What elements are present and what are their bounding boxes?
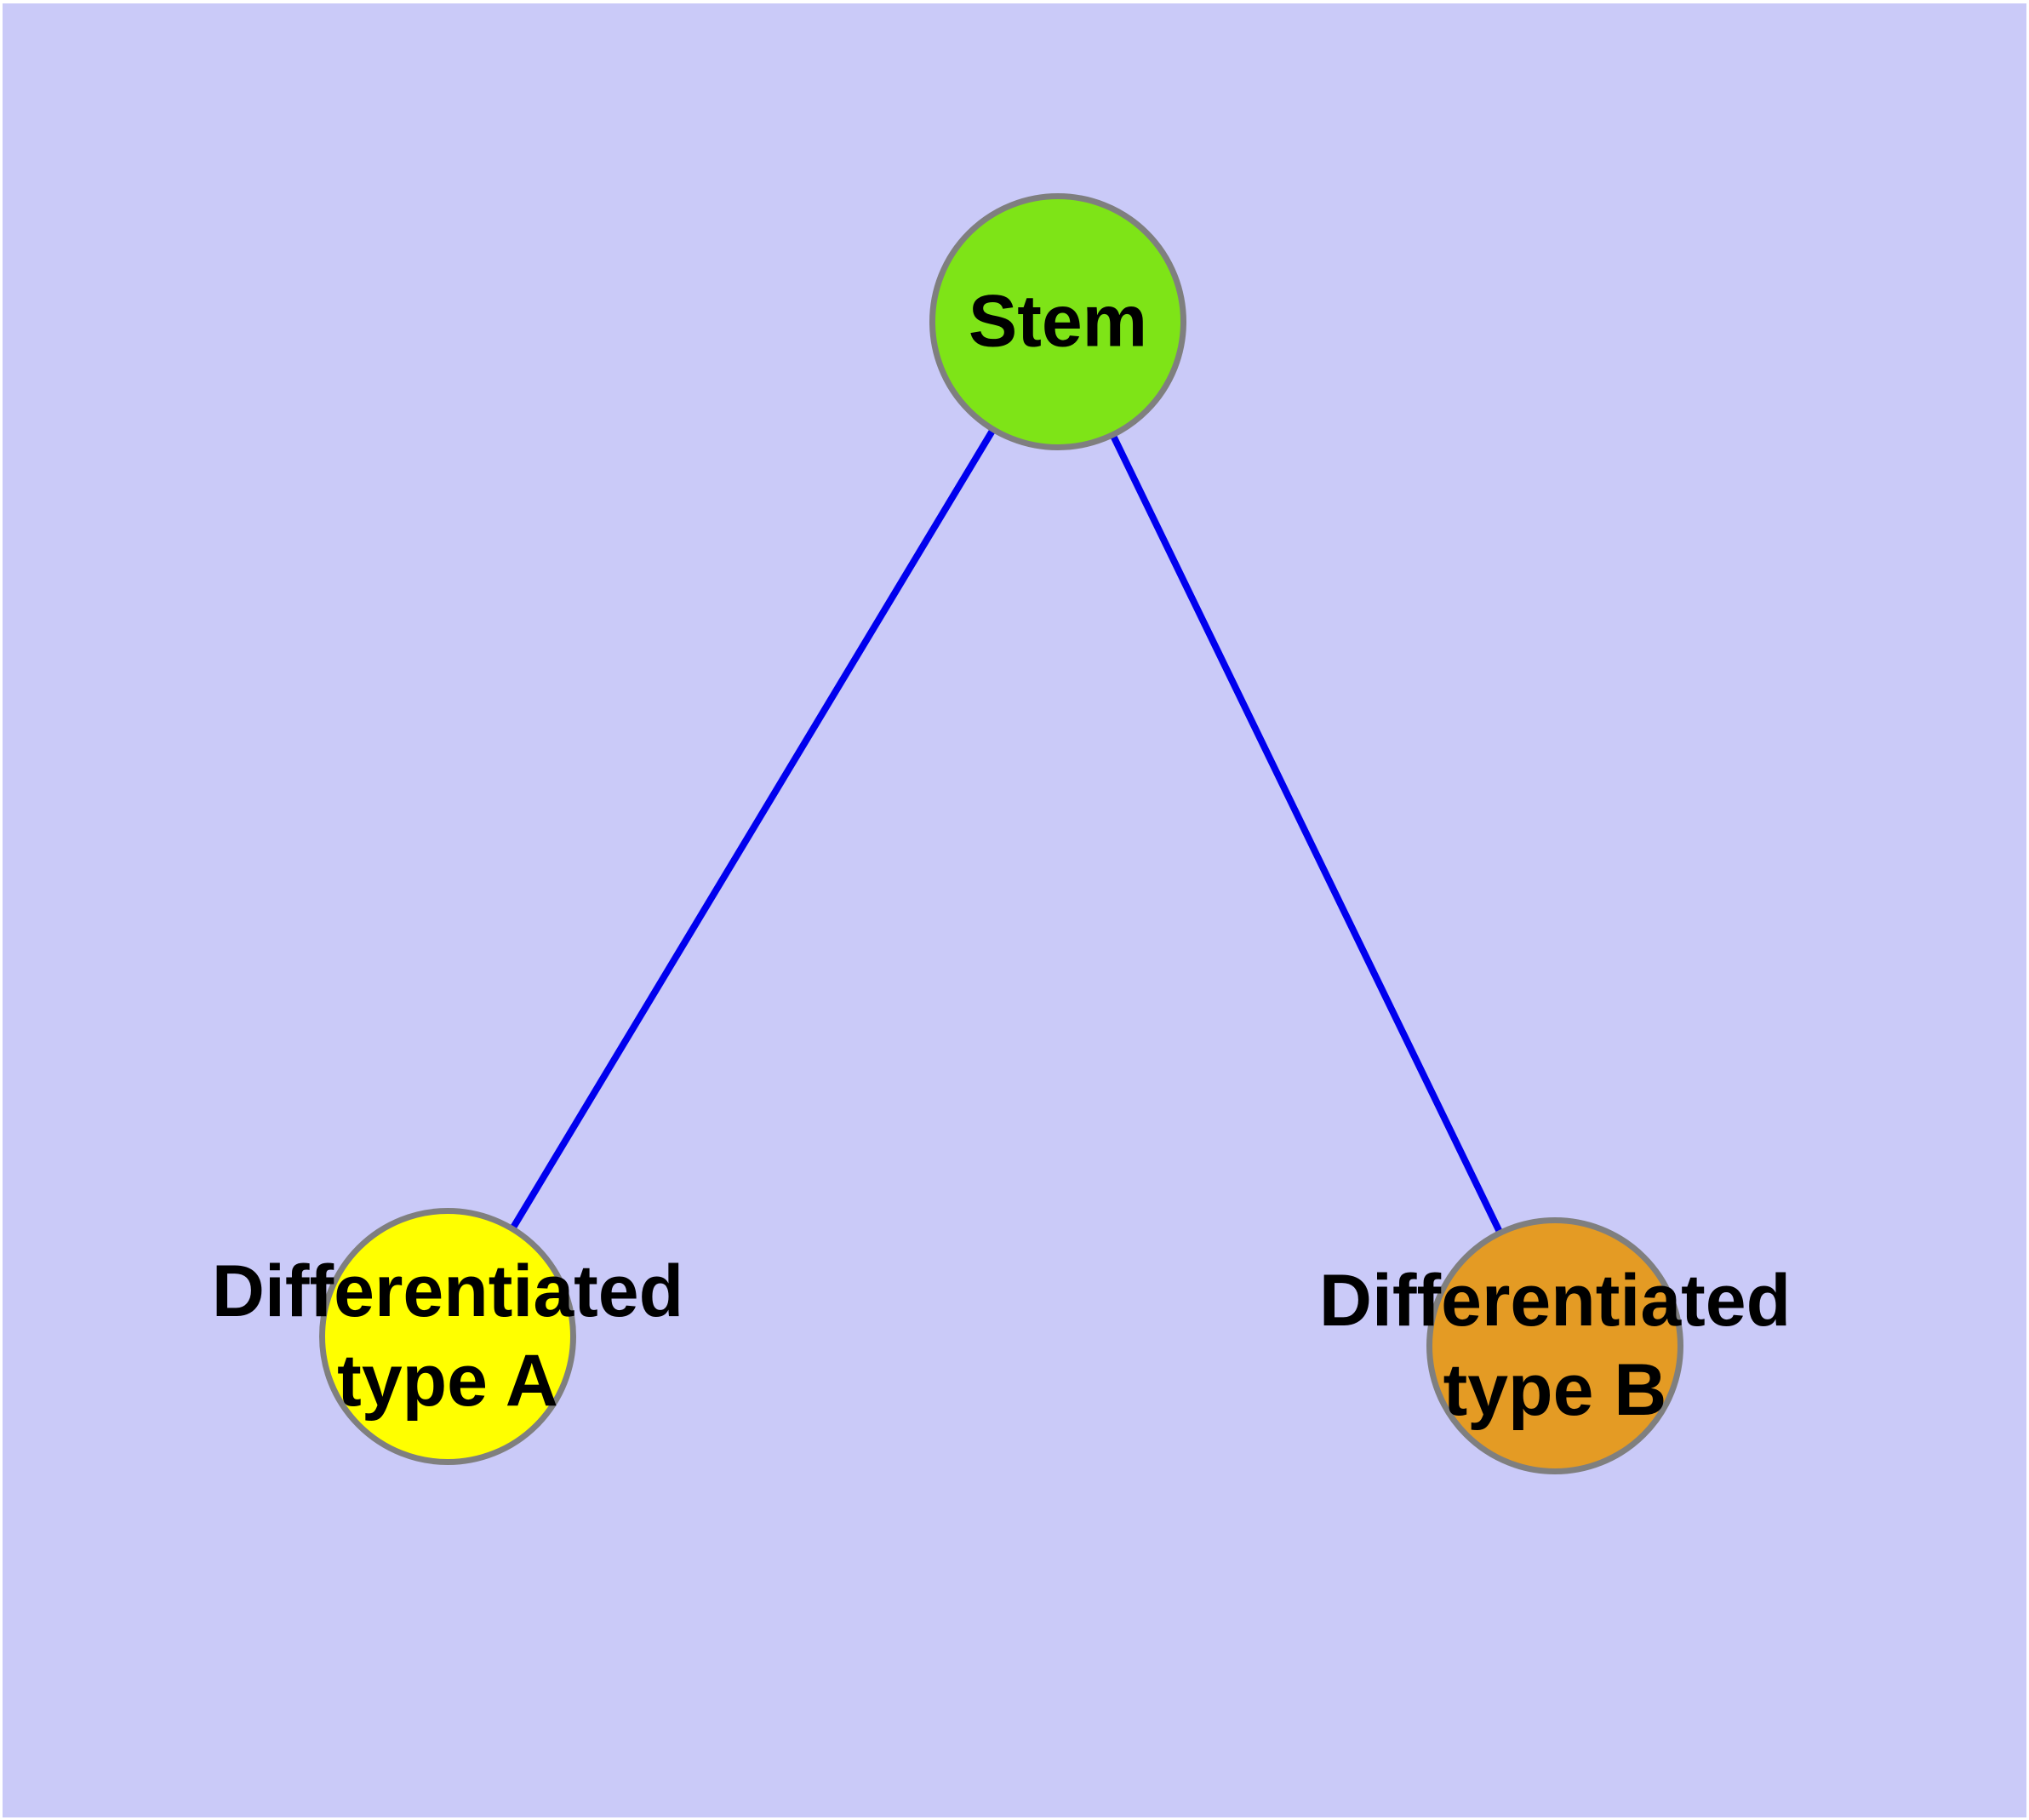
edge-stem-to-differentiated-type-a <box>444 319 1061 1339</box>
stem-label-line: Stem <box>968 280 1148 363</box>
stem-label: Stem <box>969 278 1147 367</box>
differentiated-type-a-label-line-1: Differentiated <box>211 1251 684 1332</box>
differentiated-type-a-circle <box>319 1208 576 1465</box>
differentiated-type-b-circle <box>1426 1217 1683 1474</box>
stem-circle <box>929 193 1186 450</box>
differentiated-type-b-label-line-1: Differentiated <box>1318 1260 1792 1342</box>
edge-stem-to-differentiated-type-b <box>1055 320 1558 1348</box>
differentiated-type-a-label: Differentiated type A <box>212 1247 683 1426</box>
differentiated-type-a-label-line-2: type A <box>337 1340 558 1422</box>
differentiated-type-b-label-line-2: type B <box>1443 1349 1667 1431</box>
differentiated-type-b-label: Differentiated type B <box>1319 1256 1791 1435</box>
diagram-canvas: Stem Differentiated type A Differentiate… <box>3 3 2026 1817</box>
edges-layer <box>444 319 1558 1348</box>
